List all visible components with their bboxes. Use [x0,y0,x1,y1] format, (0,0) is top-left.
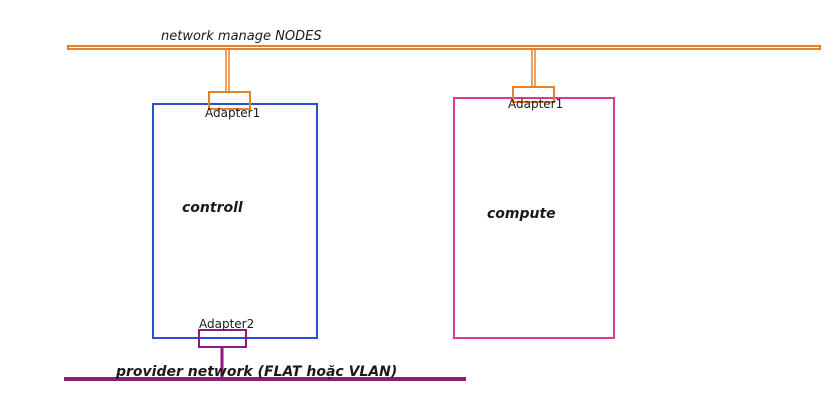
controll-node [152,103,318,339]
controll-mgmt-link [225,48,230,93]
management-network-bus [67,45,821,50]
compute-adapter1-label: Adapter1 [508,97,564,111]
controll-node-label: controll [182,200,243,216]
compute-node-label: compute [487,206,556,222]
compute-adapter1-port [512,86,555,103]
management-network-label: network manage NODES [161,29,322,44]
compute-node [453,97,615,339]
compute-mgmt-link [531,48,536,88]
controll-adapter2-label: Adapter2 [199,317,255,331]
provider-network-label: provider network (FLAT hoặc VLAN) [116,364,398,380]
controll-adapter1-port [208,91,251,110]
controll-adapter1-label: Adapter1 [205,106,261,120]
